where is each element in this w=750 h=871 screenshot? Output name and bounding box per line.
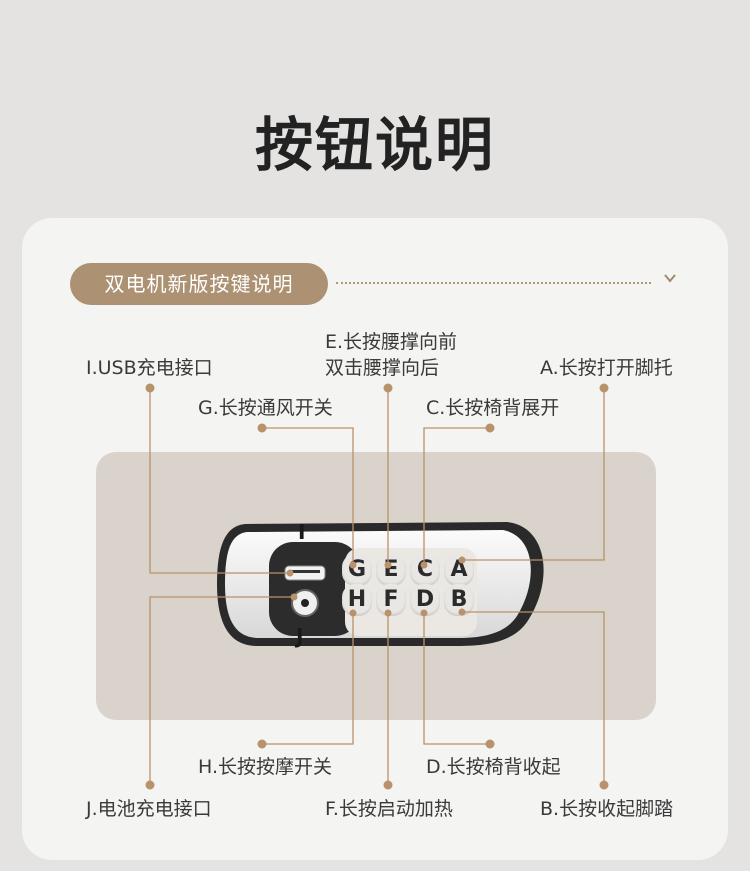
button-g[interactable]: G (342, 554, 372, 586)
button-a[interactable]: A (444, 554, 474, 586)
label-a: A.长按打开脚托 (540, 357, 673, 379)
section-pill: 双电机新版按键说明 (70, 263, 328, 305)
label-j-battery: J.电池充电接口 (86, 798, 212, 820)
mark-j: J (296, 624, 304, 648)
button-f[interactable]: F (376, 584, 406, 616)
label-e-line2: 双击腰撑向后 (325, 357, 440, 379)
label-g: G.长按通风开关 (198, 397, 333, 419)
label-d: D.长按椅背收起 (426, 756, 561, 778)
button-e[interactable]: E (376, 554, 406, 586)
button-c[interactable]: C (410, 554, 440, 586)
button-b[interactable]: B (444, 584, 474, 616)
label-f: F.长按启动加热 (325, 798, 453, 820)
mark-i: I (298, 520, 306, 544)
power-circle-icon[interactable] (290, 588, 320, 618)
button-h[interactable]: H (342, 584, 372, 616)
label-i-usb: I.USB充电接口 (86, 357, 213, 379)
page-title: 按钮说明 (254, 111, 495, 179)
label-b: B.长按收起脚踏 (540, 798, 674, 820)
chevron-down-icon[interactable] (664, 272, 676, 284)
dotted-divider (336, 282, 651, 284)
label-e-line1: E.长按腰撑向前 (325, 331, 458, 353)
label-c: C.长按椅背展开 (426, 397, 560, 419)
button-d[interactable]: D (410, 584, 440, 616)
usb-slot-icon[interactable] (284, 564, 326, 582)
label-h: H.长按按摩开关 (198, 756, 332, 778)
